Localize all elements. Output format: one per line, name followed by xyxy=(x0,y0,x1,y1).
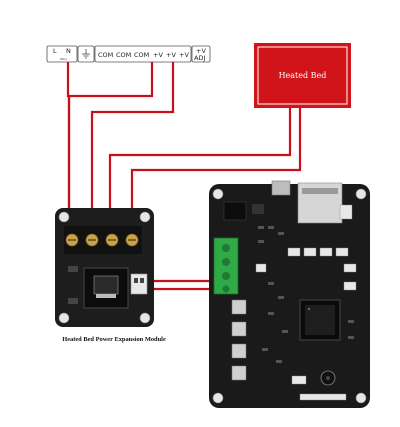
wire-bed-2 xyxy=(130,108,302,226)
v-label-1: +V xyxy=(153,51,163,59)
board-hole-tr xyxy=(355,188,367,200)
heated-bed: Heated Bed xyxy=(254,43,351,108)
mains-l-label: L xyxy=(53,47,57,55)
board-mcu-die xyxy=(305,305,335,335)
module-screws xyxy=(65,233,139,247)
mains-terminal-box xyxy=(46,45,78,63)
board-header-pins xyxy=(255,204,357,401)
main-board-pcb xyxy=(209,184,370,408)
board-hole-bl xyxy=(212,392,224,404)
heated-bed-border xyxy=(257,46,348,105)
ground-symbol-icon xyxy=(82,49,90,59)
adj-label: ADJ xyxy=(194,54,205,62)
board-regulator xyxy=(252,204,264,214)
board-hole-br xyxy=(355,392,367,404)
module-hole-tl xyxy=(58,211,70,223)
board-stepper-drivers xyxy=(231,299,247,381)
wire-bed-1 xyxy=(108,108,292,226)
com-label-2: COM xyxy=(116,51,131,59)
module-mosfet-leads xyxy=(96,294,116,298)
module-hole-bl xyxy=(58,312,70,324)
wire-v-to-n xyxy=(90,62,175,226)
board-usb-port xyxy=(271,180,291,196)
terminal-strip: L N (NG) COM COM COM +V +V +V +V ADJ xyxy=(46,45,211,63)
com-label-1: COM xyxy=(98,51,113,59)
module-mosfet-tab xyxy=(93,275,119,295)
expansion-module xyxy=(55,208,154,327)
heated-bed-label: Heated Bed xyxy=(279,71,327,80)
v-label-3: +V xyxy=(179,51,189,59)
wires xyxy=(66,62,302,291)
mains-n-label: N xyxy=(66,47,71,55)
main-board xyxy=(209,180,370,408)
board-inductor xyxy=(223,201,247,221)
module-hole-br xyxy=(139,312,151,324)
module-caption: Heated Bed Power Expansion Module xyxy=(62,336,166,343)
board-sd-slot-opening xyxy=(302,188,338,194)
wire-v-to-l xyxy=(67,62,154,226)
module-smd-1 xyxy=(68,266,78,272)
adj-v-label: +V xyxy=(196,47,206,55)
module-hole-tr xyxy=(139,211,151,223)
board-smd-components xyxy=(258,226,354,363)
board-hole-tl xyxy=(212,188,224,200)
v-label-2: +V xyxy=(166,51,176,59)
adj-terminal-box xyxy=(191,45,211,63)
module-smd-2 xyxy=(68,298,78,304)
heated-bed-plate xyxy=(254,43,351,108)
output-terminal-box xyxy=(94,45,192,63)
module-signal-connector xyxy=(130,273,148,295)
com-label-3: COM xyxy=(134,51,149,59)
mains-sub-label: (NG) xyxy=(60,57,67,61)
